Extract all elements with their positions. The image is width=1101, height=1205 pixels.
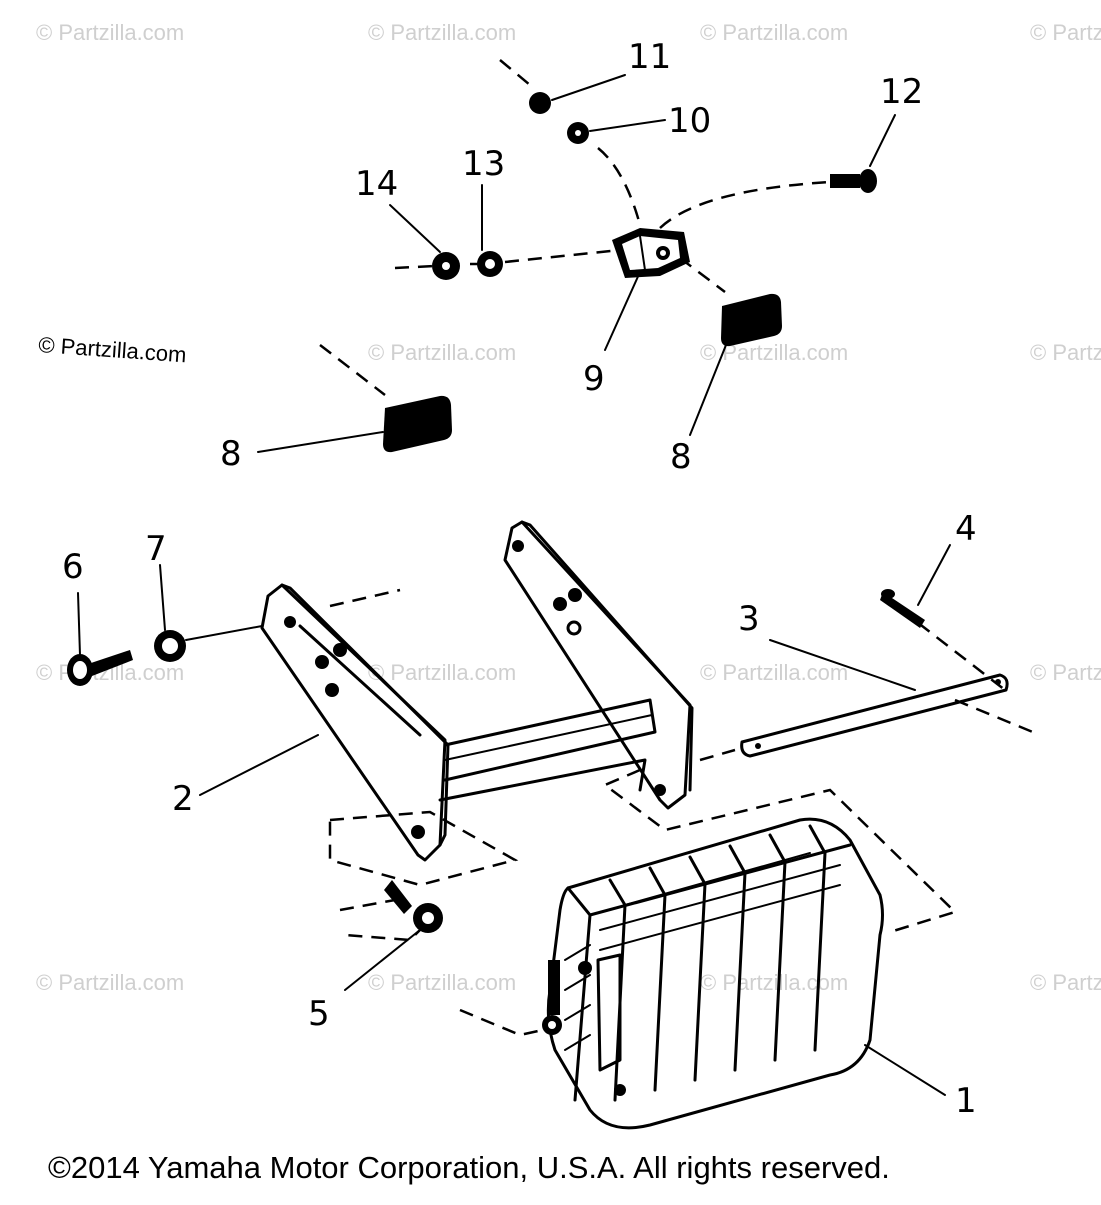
callout-12: 12 xyxy=(880,72,923,112)
watermark: © Partzilla.com xyxy=(1030,970,1101,995)
callout-6: 6 xyxy=(62,547,84,587)
leader-lines xyxy=(77,74,951,1096)
shaft-3-icon xyxy=(740,673,1009,758)
upper-bracket-assembly xyxy=(319,59,877,453)
callout-5: 5 xyxy=(308,994,330,1034)
callout-13: 13 xyxy=(462,144,505,184)
watermark: © Partzilla.com xyxy=(36,20,184,45)
callout-14: 14 xyxy=(355,164,398,204)
watermark: © Partzilla.com xyxy=(1030,340,1101,365)
regulator-1-icon xyxy=(542,817,884,1130)
partzilla-watermark: © Partzilla.com xyxy=(38,332,188,367)
pad-8-icon xyxy=(721,293,782,347)
washer-7-icon xyxy=(154,625,263,662)
bolt-6-icon xyxy=(67,650,133,686)
watermark: © Partzilla.com xyxy=(700,970,848,995)
callout-labels: 1 2 3 4 5 6 7 8 8 9 10 11 12 13 14 xyxy=(62,37,977,1121)
clamp-5-icon xyxy=(384,880,443,933)
bracket-9-icon xyxy=(612,228,690,278)
watermark: © Partzilla.com xyxy=(36,970,184,995)
watermark: © Partzilla.com xyxy=(700,660,848,685)
watermark: © Partzilla.com xyxy=(368,340,516,365)
assembly-line xyxy=(319,344,386,396)
assembly-line xyxy=(659,180,831,229)
watermark: © Partzilla.com xyxy=(1030,20,1101,45)
callout-8-right: 8 xyxy=(670,437,692,477)
callout-10: 10 xyxy=(668,101,711,141)
bolt-12-icon xyxy=(830,169,877,193)
watermark: © Partzilla.com xyxy=(1030,660,1101,685)
assembly-line xyxy=(394,248,621,270)
watermark-layer: © Partzilla.com © Partzilla.com © Partzi… xyxy=(36,20,1101,995)
assembly-line xyxy=(597,147,642,226)
callout-9: 9 xyxy=(583,359,605,399)
watermark: © Partzilla.com xyxy=(368,970,516,995)
assembly-line xyxy=(499,59,531,86)
callout-8-left: 8 xyxy=(220,434,242,474)
pad-8-icon xyxy=(383,395,452,453)
watermark: © Partzilla.com xyxy=(368,20,516,45)
watermark: © Partzilla.com xyxy=(368,660,516,685)
lower-mount-assembly xyxy=(67,520,1041,1130)
watermark: © Partzilla.com xyxy=(700,20,848,45)
copyright-notice: ©2014 Yamaha Motor Corporation, U.S.A. A… xyxy=(48,1150,890,1185)
callout-7: 7 xyxy=(145,529,167,569)
nut-11-icon xyxy=(529,92,551,114)
callout-1: 1 xyxy=(955,1081,977,1121)
callout-11: 11 xyxy=(628,37,671,77)
callout-4: 4 xyxy=(955,509,977,549)
callout-2: 2 xyxy=(172,779,194,819)
assembly-line xyxy=(679,257,726,293)
pin-4-icon xyxy=(880,589,925,628)
callout-3: 3 xyxy=(738,599,760,639)
